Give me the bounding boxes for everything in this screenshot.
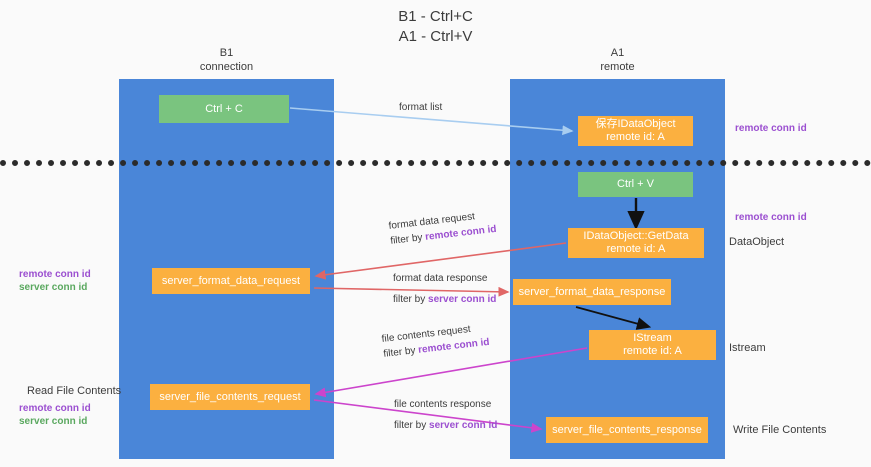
node-server-file-contents-request[interactable]: server_file_contents_request — [150, 384, 310, 410]
node-istream-sub: remote id: A — [623, 345, 682, 357]
edge-label-file-contents-response-line1: file contents response — [394, 399, 492, 410]
edge-label-format-data-request: format data request filter by remote con… — [388, 208, 497, 249]
title-line-2: A1 - Ctrl+V — [398, 28, 473, 45]
annotation-remote-conn-id-mid: remote conn id — [735, 212, 807, 223]
filter-prefix: filter by — [382, 344, 419, 360]
edge-label-format-list-text: format list — [399, 102, 443, 113]
phase-divider — [0, 160, 871, 166]
node-idataobject-getdata[interactable]: IDataObject::GetData remote id: A — [568, 228, 704, 258]
lane-header-b1-line2: connection — [199, 61, 254, 73]
node-save-idataobject-sub: remote id: A — [606, 131, 665, 143]
page-title: B1 - Ctrl+C A1 - Ctrl+V — [0, 7, 871, 47]
edge-label-format-data-response-line2: filter by server conn id — [393, 293, 496, 307]
annotation-remote-conn-id-top: remote conn id — [735, 123, 807, 134]
node-idataobject-getdata-label: IDataObject::GetData — [583, 230, 689, 242]
lane-header-a1: A1 remote — [510, 46, 725, 74]
title-line-1: B1 - Ctrl+C — [398, 8, 473, 25]
filter-key-server-conn-id: server conn id — [428, 294, 497, 305]
annotation-read-file-contents: Read File Contents — [27, 385, 122, 397]
node-save-idataobject-label: 保存IDataObject — [595, 118, 676, 130]
edge-label-file-contents-response: file contents response filter by server … — [394, 398, 497, 433]
node-istream-label: IStream — [633, 332, 672, 344]
filter-prefix: filter by — [389, 231, 426, 247]
edge-label-format-list: format list — [399, 101, 442, 115]
node-istream[interactable]: IStream remote id: A — [589, 330, 716, 360]
node-server-file-contents-response[interactable]: server_file_contents_response — [546, 417, 708, 443]
node-server-format-data-response-label: server_format_data_response — [518, 285, 666, 298]
annotation-write-file-contents: Write File Contents — [733, 424, 827, 436]
filter-key-server-conn-id: server conn id — [429, 420, 498, 431]
annotation-server-conn-id-left-mid: server conn id — [19, 282, 88, 293]
node-ctrl-v-label: Ctrl + V — [617, 178, 654, 190]
node-server-file-contents-response-label: server_file_contents_response — [552, 423, 702, 436]
annotation-server-conn-id-left-bottom: server conn id — [19, 416, 88, 427]
annotation-conn-ids-mid: remote conn id server conn id — [19, 268, 91, 294]
node-ctrl-v[interactable]: Ctrl + V — [578, 172, 693, 197]
lane-header-a1-line2: remote — [600, 61, 635, 73]
filter-key-remote-conn-id: remote conn id — [424, 223, 498, 243]
lane-header-a1-line1: A1 — [610, 47, 625, 59]
annotation-remote-conn-id-left-bottom: remote conn id — [19, 403, 91, 414]
edge-label-file-contents-request: file contents request filter by remote c… — [381, 321, 490, 362]
annotation-istream: Istream — [729, 342, 766, 354]
node-ctrl-c[interactable]: Ctrl + C — [159, 95, 289, 123]
node-ctrl-c-label: Ctrl + C — [205, 102, 243, 115]
lane-header-b1-line1: B1 — [219, 47, 234, 59]
edge-label-format-data-response: format data response filter by server co… — [393, 272, 496, 307]
annotation-conn-ids-bottom: remote conn id server conn id — [19, 402, 91, 428]
annotation-dataobject: DataObject — [729, 236, 785, 248]
node-server-file-contents-request-label: server_file_contents_request — [159, 390, 301, 403]
node-server-format-data-request-label: server_format_data_request — [161, 274, 301, 287]
filter-prefix: filter by — [394, 420, 430, 431]
node-server-format-data-request[interactable]: server_format_data_request — [152, 268, 310, 294]
node-idataobject-getdata-sub: remote id: A — [606, 243, 666, 255]
node-save-idataobject[interactable]: 保存IDataObject remote id: A — [578, 116, 693, 146]
edge-label-file-contents-response-line2: filter by server conn id — [394, 419, 497, 433]
annotation-remote-conn-id-left-mid: remote conn id — [19, 269, 91, 280]
filter-key-remote-conn-id: remote conn id — [417, 336, 491, 356]
node-server-format-data-response[interactable]: server_format_data_response — [513, 279, 671, 305]
filter-prefix: filter by — [393, 294, 429, 305]
edge-label-format-data-response-line1: format data response — [393, 273, 488, 284]
lane-header-b1: B1 connection — [119, 46, 334, 74]
